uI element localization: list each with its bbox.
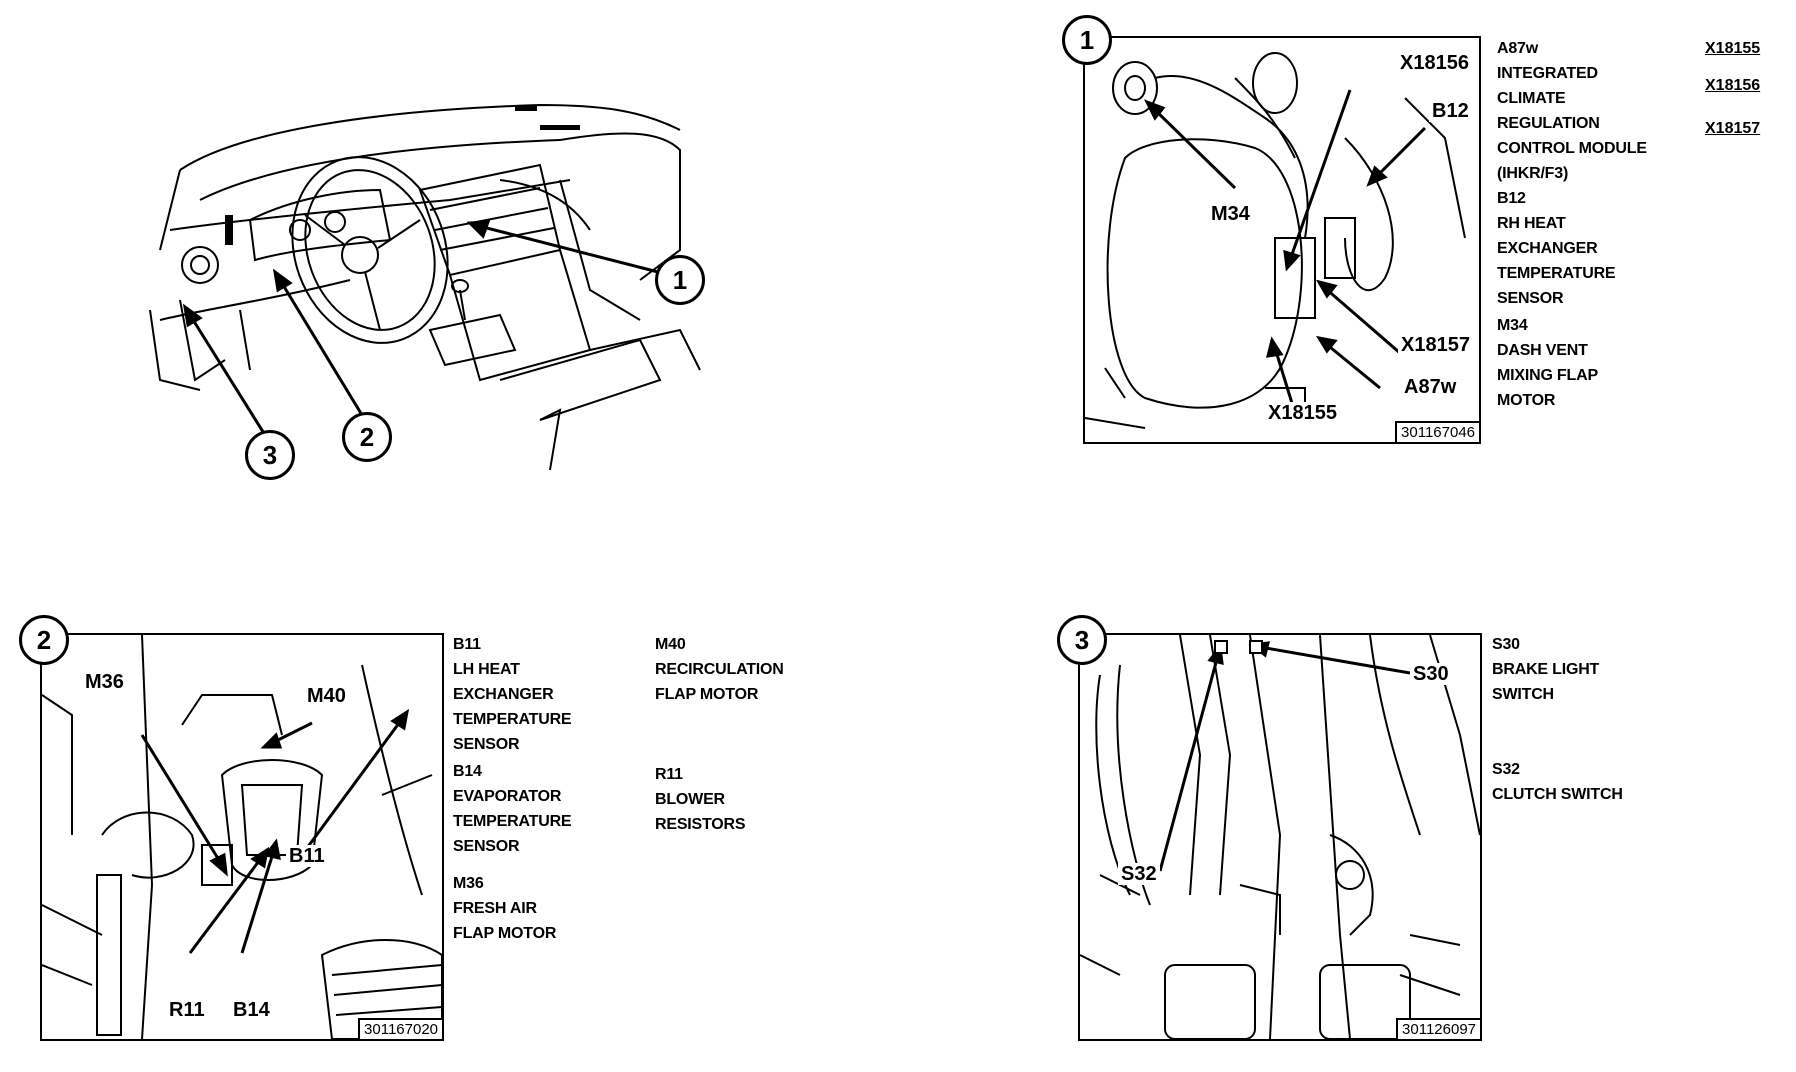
callout-m36: M36 <box>82 671 127 693</box>
panel-3-legend: S30 BRAKE LIGHT SWITCH S32 CLUTCH SWITCH <box>1492 636 1623 803</box>
callout-b11: B11 <box>286 845 328 867</box>
connector-x18156: X18156 <box>1705 77 1761 94</box>
detail-panel-3: S30 S32 301126097 <box>1078 633 1482 1041</box>
callout-a87w: A87w <box>1401 376 1460 398</box>
callout-r11: R11 <box>166 999 208 1021</box>
figure-number: 301126097 <box>1396 1018 1480 1039</box>
panel-2-legend-left: B11 LH HEAT EXCHANGER TEMPERATURE SENSOR… <box>453 636 572 942</box>
connector-x18157: X18157 <box>1705 120 1761 137</box>
callout-s32: S32 <box>1118 863 1160 885</box>
callout-m40: M40 <box>304 685 349 707</box>
overview-illustration: 1 2 3 <box>120 50 840 550</box>
panel-3-badge: 3 <box>1057 615 1107 665</box>
detail-panel-1: X18156 B12 M34 X18157 A87w X18155 301167… <box>1083 36 1481 444</box>
figure-number: 301167020 <box>358 1018 442 1039</box>
overview-badge-3: 3 <box>245 430 295 480</box>
panel-2-drawing <box>42 635 442 1039</box>
detail-panel-2: M36 M40 B11 R11 B14 301167020 <box>40 633 444 1041</box>
connector-x18155: X18155 <box>1705 40 1761 57</box>
dashboard-line-drawing <box>149 103 701 471</box>
callout-x18156: X18156 <box>1397 52 1472 74</box>
callout-b14: B14 <box>230 999 273 1021</box>
callout-x18155: X18155 <box>1265 402 1340 424</box>
panel-3-drawing <box>1080 635 1480 1039</box>
panel-1-legend: A87w INTEGRATED CLIMATE REGULATION CONTR… <box>1497 40 1647 409</box>
figure-number: 301167046 <box>1395 421 1479 442</box>
callout-m34: M34 <box>1208 203 1253 225</box>
callout-x18157: X18157 <box>1398 334 1473 356</box>
overview-badge-2: 2 <box>342 412 392 462</box>
overview-badge-1: 1 <box>655 255 705 305</box>
callout-b12: B12 <box>1429 100 1472 122</box>
panel-1-badge: 1 <box>1062 15 1112 65</box>
callout-s30: S30 <box>1410 663 1452 685</box>
panel-2-legend-right: M40 RECIRCULATION FLAP MOTOR R11 BLOWER … <box>655 636 784 833</box>
panel-2-badge: 2 <box>19 615 69 665</box>
panel-1-drawing <box>1085 52 1466 429</box>
